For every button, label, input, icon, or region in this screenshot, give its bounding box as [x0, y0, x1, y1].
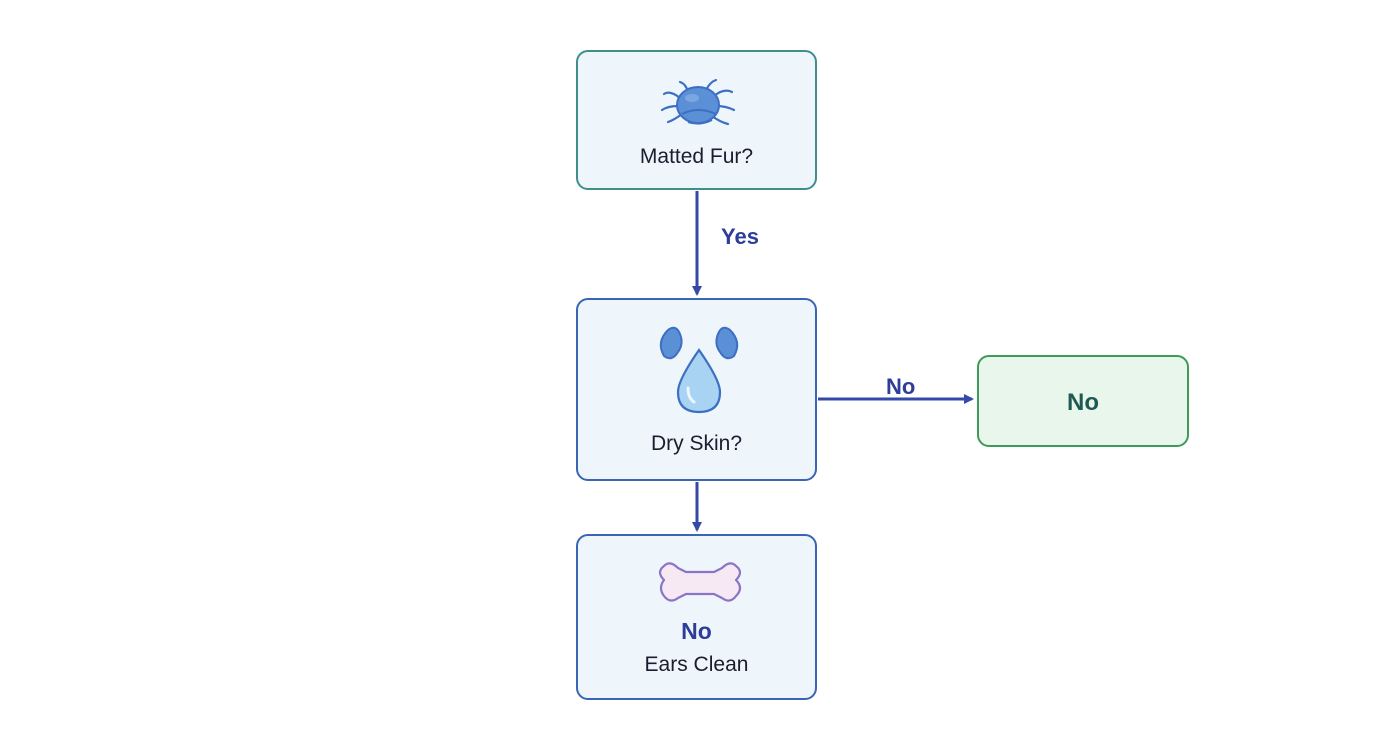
bone-icon — [658, 562, 742, 602]
node-matted-fur: Matted Fur? — [576, 50, 817, 190]
node-label: Dry Skin? — [650, 432, 743, 455]
node-label: Ears Clean — [644, 653, 749, 676]
node-label: No — [1067, 389, 1099, 416]
ears-answer-label: No — [681, 618, 712, 644]
edge-label-yes: Yes — [721, 224, 759, 249]
edge-label-no: No — [886, 374, 916, 399]
node-no-result: No — [977, 355, 1189, 447]
water-drop-icon — [659, 326, 739, 414]
node-ears-clean: No Ears Clean — [576, 534, 817, 700]
node-label: Matted Fur? — [639, 145, 754, 168]
node-dry-skin: Dry Skin? — [576, 298, 817, 481]
tick-icon — [660, 78, 736, 126]
